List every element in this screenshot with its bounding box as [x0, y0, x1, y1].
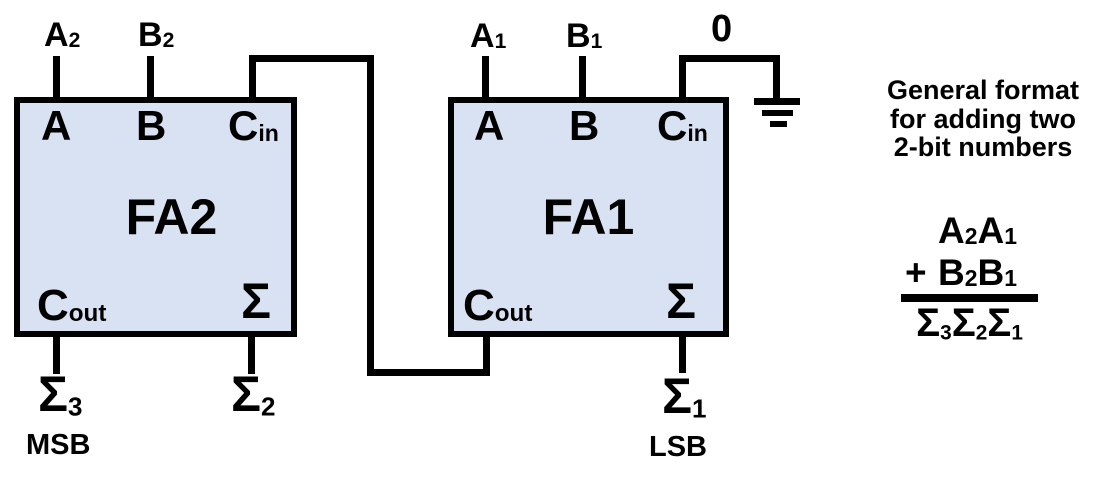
wire-sum3-output [53, 332, 60, 374]
eq-s2-subscript: 2 [975, 321, 988, 345]
label-b1-base: B [566, 17, 591, 55]
label-cin-constant-zero: 0 [711, 8, 733, 50]
fa2-pin-cout-base: C [37, 281, 69, 330]
label-a1-base: A [470, 17, 495, 55]
label-sum2-base: Σ [231, 366, 262, 422]
addition-equation: A2A1 + B2B1 Σ3Σ2Σ1 [901, 210, 1038, 345]
label-sum2-subscript: 2 [261, 391, 276, 422]
label-b2-subscript: 2 [162, 28, 175, 52]
label-sum3-subscript: 3 [68, 391, 83, 422]
label-b1-subscript: 1 [590, 29, 603, 53]
label-sum2-output: Σ2 [231, 369, 275, 420]
label-sum3-base: Σ [38, 366, 69, 422]
wire-sum1-output [679, 332, 686, 373]
wire-a2-input [53, 56, 60, 102]
fa2-pin-a: A [41, 102, 72, 149]
ground-bar-bottom [770, 121, 787, 127]
label-a1-input: A1 [470, 19, 506, 53]
general-format-note: General format for adding two 2-bit numb… [858, 76, 1100, 162]
eq-a2-subscript: 2 [964, 222, 978, 249]
wire-fa2-cin-riser [249, 55, 256, 102]
wire-sum2-output [248, 332, 255, 374]
equation-result: Σ3Σ2Σ1 [901, 301, 1038, 345]
label-msb: MSB [26, 429, 91, 461]
eq-s2-base: Σ [951, 301, 976, 345]
fa1-pin-sum: Σ [666, 273, 697, 329]
label-sum1-base: Σ [662, 368, 693, 424]
note-line-3: 2-bit numbers [893, 132, 1073, 162]
fa2-box [14, 97, 297, 337]
equation-addend-a: A2A1 [922, 210, 1017, 251]
fa1-pin-cout-subscript: out [494, 300, 533, 328]
plus-operator: + [905, 252, 927, 293]
fa1-pin-cin-subscript: in [687, 120, 708, 147]
eq-s3-subscript: 3 [940, 321, 952, 345]
eq-s1-base: Σ [987, 301, 1012, 345]
fa1-name: FA1 [542, 189, 635, 245]
fa1-pin-cout: Cout [463, 284, 532, 328]
wire-carry-top [249, 55, 374, 62]
fa2-pin-sum: Σ [241, 273, 272, 329]
label-b2-input: B2 [138, 18, 174, 52]
ground-bar-middle [762, 110, 793, 116]
fa2-pin-cin-subscript: in [258, 120, 279, 147]
fa2-pin-cout-subscript: out [68, 300, 107, 328]
fa1-pin-a: A [474, 102, 505, 149]
fa1-pin-cout-base: C [463, 281, 495, 330]
eq-s1-subscript: 1 [1011, 321, 1023, 345]
label-b1-input: B1 [566, 19, 602, 53]
ground-bar-top [754, 98, 800, 105]
eq-b1-subscript: 1 [1004, 264, 1017, 291]
wire-carry-vertical [367, 55, 374, 376]
note-line-2: for adding two [890, 103, 1076, 134]
fa1-pin-cin-base: C [657, 102, 688, 149]
fa1-pin-cin: Cin [657, 105, 708, 147]
wire-zero-horizontal [679, 55, 780, 62]
equation-addend-b: B2B1 [922, 252, 1017, 293]
wire-carry-bottom [367, 369, 490, 376]
fa2-pin-cin-base: C [228, 102, 259, 149]
fa1-pin-b: B [569, 102, 600, 149]
label-a2-input: A2 [44, 18, 80, 52]
equation-addend-a-row: A2A1 [901, 210, 1038, 252]
equation-addend-b-row: + B2B1 [901, 252, 1038, 294]
wire-b1-input [579, 56, 586, 102]
fa2-pin-cin: Cin [228, 105, 279, 147]
label-sum3-output: Σ3 [38, 369, 82, 420]
eq-b2-base: B [938, 252, 965, 293]
label-a2-subscript: 2 [68, 28, 81, 52]
note-line-1: General format [886, 75, 1080, 105]
label-sum1-subscript: 1 [692, 393, 707, 424]
equation-sum-rule [901, 294, 1038, 302]
wire-b2-input [147, 56, 154, 102]
fa2-pin-b: B [136, 102, 167, 149]
wire-a1-input [482, 56, 489, 102]
fa2-name: FA2 [125, 189, 218, 245]
wire-fa1-cin-riser [679, 56, 686, 102]
eq-a1-base: A [977, 210, 1005, 251]
fa2-pin-cout: Cout [37, 284, 106, 328]
eq-s3-base: Σ [916, 301, 941, 345]
eq-b2-subscript: 2 [964, 264, 978, 291]
label-a1-subscript: 1 [494, 29, 507, 53]
fa1-box [448, 97, 729, 337]
eq-a1-subscript: 1 [1004, 222, 1017, 249]
eq-b1-base: B [977, 252, 1005, 293]
label-lsb: LSB [649, 431, 707, 463]
label-b2-base: B [138, 16, 163, 54]
label-a2-base: A [44, 16, 69, 54]
wire-zero-drop [773, 55, 780, 102]
label-sum1-output: Σ1 [662, 371, 706, 422]
wire-fa1-cout-drop [483, 330, 490, 376]
eq-a2-base: A [938, 210, 965, 251]
